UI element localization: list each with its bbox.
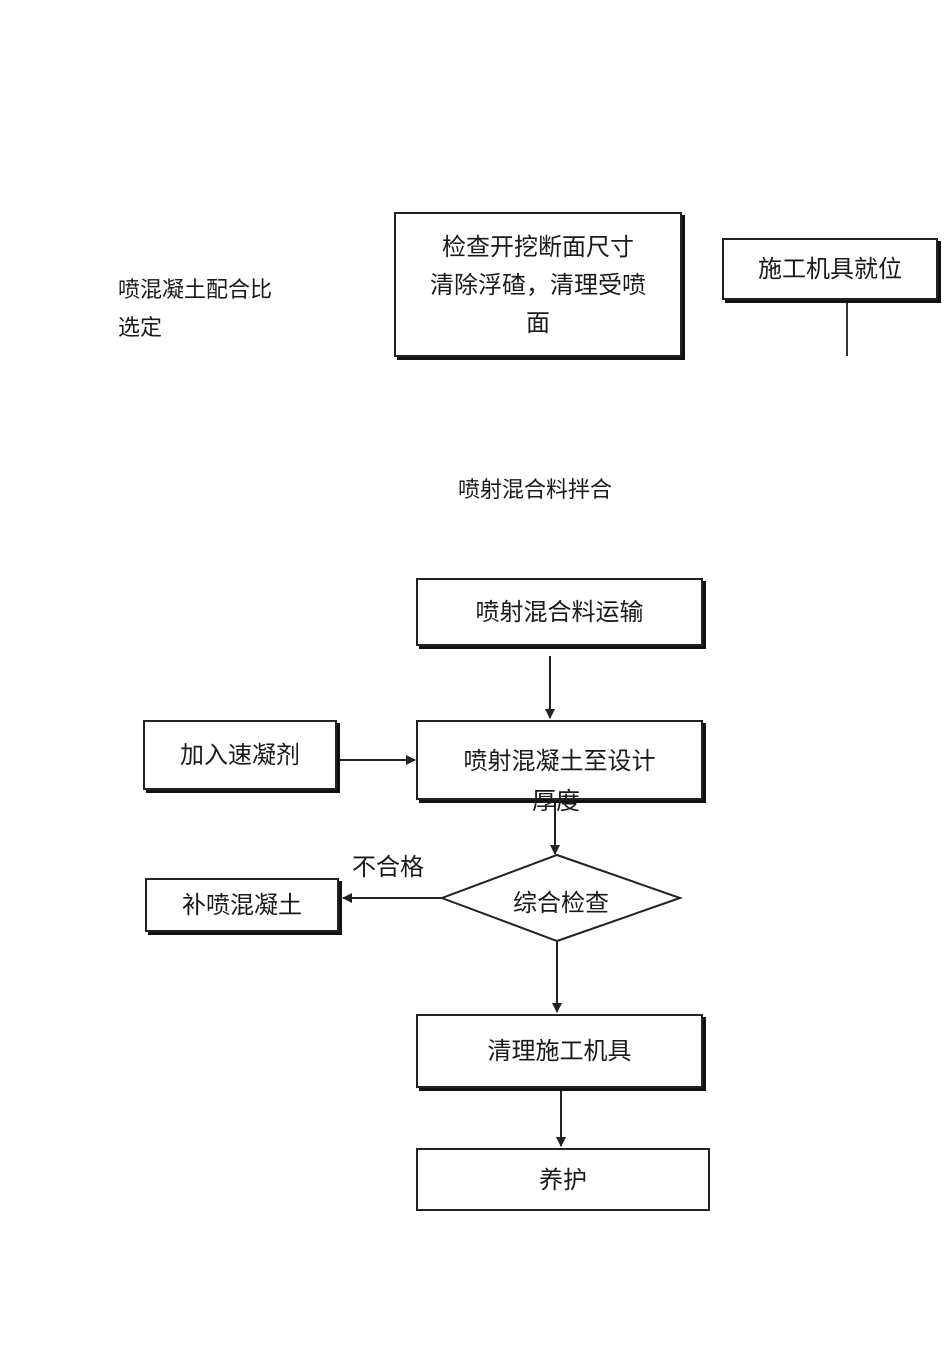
check-section-box: 检查开挖断面尺寸 清除浮碴，清理受喷 面 xyxy=(394,212,682,357)
curing-box: 养护 xyxy=(416,1148,710,1211)
mix-ratio-label: 喷混凝土配合比 选定 xyxy=(118,272,318,348)
mix-ratio-line-2: 选定 xyxy=(118,316,163,341)
clean-equipment-label: 清理施工机具 xyxy=(487,1037,632,1065)
clean-equipment-box: 清理施工机具 xyxy=(416,1014,703,1088)
accelerator-label: 加入速凝剂 xyxy=(180,741,300,769)
curing-label: 养护 xyxy=(539,1165,587,1194)
check-section-line-2: 清除浮碴，清理受喷 xyxy=(430,270,646,299)
mix-ratio-line-1: 喷混凝土配合比 xyxy=(118,278,273,303)
equipment-ready-box: 施工机具就位 xyxy=(722,238,938,300)
fail-label: 不合格 xyxy=(352,853,424,881)
patch-spray-box: 补喷混凝土 xyxy=(145,878,339,932)
accelerator-box: 加入速凝剂 xyxy=(143,720,337,790)
transport-label: 喷射混合料运输 xyxy=(475,598,644,626)
inspection-diamond-shape xyxy=(439,853,684,943)
mixing-label: 喷射混合料拌合 xyxy=(458,478,613,503)
inspection-label: 综合检查 xyxy=(513,888,609,917)
spray-line-2: 厚度 xyxy=(532,787,580,815)
transport-box: 喷射混合料运输 xyxy=(416,578,703,646)
check-section-line-3: 面 xyxy=(526,308,550,337)
spray-to-thickness-box: 喷射混凝土至设计 xyxy=(416,720,703,800)
spray-line-1: 喷射混凝土至设计 xyxy=(463,747,656,775)
patch-spray-label: 补喷混凝土 xyxy=(182,891,302,919)
check-section-line-1: 检查开挖断面尺寸 xyxy=(442,232,634,261)
equipment-ready-label: 施工机具就位 xyxy=(758,255,902,283)
